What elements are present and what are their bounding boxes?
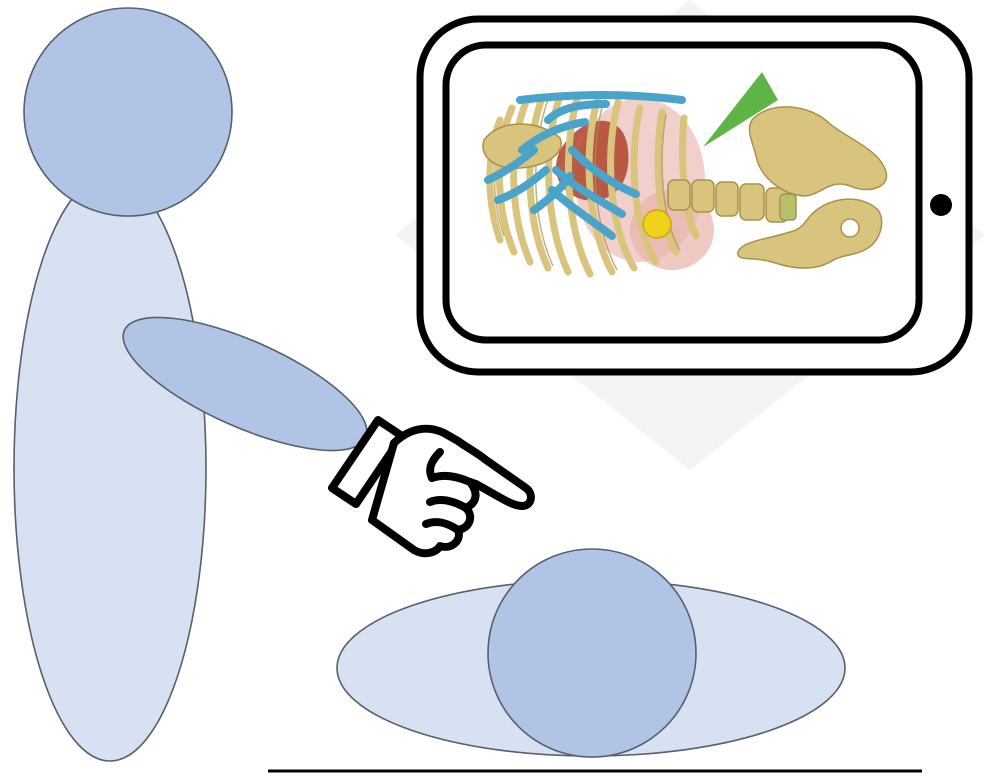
standing-person [14, 8, 383, 761]
patient-head [488, 549, 696, 757]
lying-patient [337, 549, 845, 757]
standing-person-head [24, 8, 232, 216]
pointing-hand-icon [332, 420, 531, 553]
standing-person-body [14, 175, 206, 761]
target-marker-ball [643, 210, 671, 238]
camera-dot-icon [930, 194, 952, 216]
